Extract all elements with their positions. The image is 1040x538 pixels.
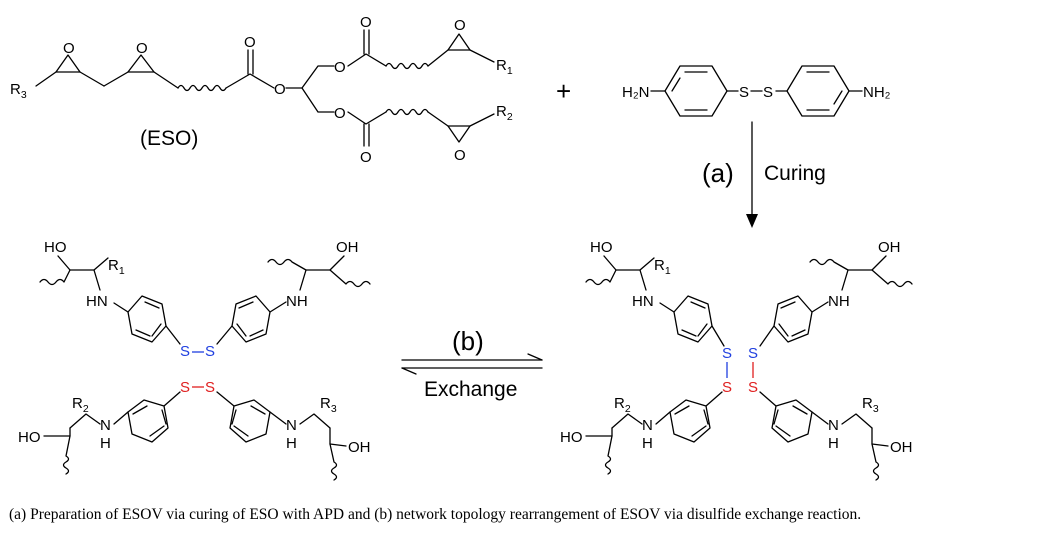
right-lr-amine-h: H [828, 435, 839, 452]
eso-epoxide2-oxygen: O [136, 40, 148, 57]
left-ul-amine: HN [86, 293, 108, 310]
eso-lower-ester-oxygen: O [334, 105, 346, 122]
left-upper-sulfur-2: S [205, 343, 215, 360]
exchange-equilibrium-arrows: (b) Exchange [401, 326, 543, 401]
eso-lower-epoxide-oxygen: O [454, 147, 466, 164]
apd-right-amine: NH₂ [863, 84, 891, 101]
right-ul-hydroxyl: HO [590, 239, 613, 256]
right-ul-amine: HN [632, 293, 654, 310]
reaction-scheme: R3 O O O O O O O R1 O O [10, 14, 913, 481]
right-ur-hydroxyl: OH [878, 239, 901, 256]
left-ll-amine-n: N [100, 417, 111, 434]
right-ll-amine-n: N [642, 417, 653, 434]
left-ul-hydroxyl: HO [44, 239, 67, 256]
right-lr-amine-n: N [828, 417, 839, 434]
left-lower-sulfur-2: S [205, 379, 215, 396]
left-lower-sulfur-1: S [180, 379, 190, 396]
right-ll-hydroxyl: HO [560, 429, 583, 446]
eso-r2-label: R2 [496, 103, 513, 123]
right-ul-r1: R1 [654, 257, 671, 277]
eso-upper-carbonyl-oxygen: O [360, 14, 372, 31]
step-a-label: Curing [764, 162, 826, 185]
right-ur-amine: NH [828, 293, 850, 310]
plus-sign: + [556, 76, 571, 106]
apd-left-amine: H₂N [622, 84, 650, 101]
step-b-label: Exchange [424, 378, 517, 401]
right-ll-amine-h: H [642, 435, 653, 452]
left-ll-amine-h: H [100, 435, 111, 452]
left-lr-amine-n: N [286, 417, 297, 434]
right-lr-hydroxyl: OH [890, 439, 913, 456]
right-sulfur-ul: S [722, 345, 732, 362]
apd-structure: H₂N S S NH₂ [622, 65, 891, 117]
step-a-tag: (a) [702, 158, 734, 188]
right-sulfur-ur: S [748, 345, 758, 362]
right-ll-r2: R2 [614, 395, 631, 415]
eso-r1-label: R1 [496, 57, 513, 77]
step-b-tag: (b) [452, 326, 484, 356]
eso-upper-ester-oxygen: O [334, 59, 346, 76]
network-after-exchange: HO R1 HN S S S S NH OH N H R2 HO [560, 239, 913, 481]
eso-ester-oxygen: O [274, 81, 286, 98]
figure-caption: (a) Preparation of ESOV via curing of ES… [9, 506, 862, 523]
left-ll-r2: R2 [72, 395, 89, 415]
eso-epoxide1-oxygen: O [63, 40, 75, 57]
eso-upper-epoxide-oxygen: O [454, 17, 466, 34]
left-lr-amine-h: H [286, 435, 297, 452]
eso-lower-carbonyl-oxygen: O [360, 149, 372, 166]
left-ul-r1: R1 [108, 257, 125, 277]
apd-sulfur-1: S [739, 84, 749, 101]
eso-r3-label: R3 [10, 81, 27, 101]
right-lr-r3: R3 [862, 395, 879, 415]
left-ll-hydroxyl: HO [18, 429, 41, 446]
left-ur-hydroxyl: OH [336, 239, 359, 256]
eso-carbonyl-oxygen: O [244, 34, 256, 51]
apd-sulfur-2: S [763, 84, 773, 101]
curing-arrow: (a) Curing [702, 121, 826, 228]
left-lr-r3: R3 [320, 395, 337, 415]
right-sulfur-lr: S [748, 379, 758, 396]
network-before-exchange: HO R1 HN S S NH OH S S N H R2 HO [18, 239, 371, 481]
eso-structure: R3 O O O O O O O R1 O O [10, 14, 513, 166]
left-upper-sulfur-1: S [180, 343, 190, 360]
right-sulfur-ll: S [722, 379, 732, 396]
left-lr-hydroxyl: OH [348, 439, 371, 456]
left-ur-amine: NH [286, 293, 308, 310]
eso-name-label: (ESO) [140, 127, 198, 150]
